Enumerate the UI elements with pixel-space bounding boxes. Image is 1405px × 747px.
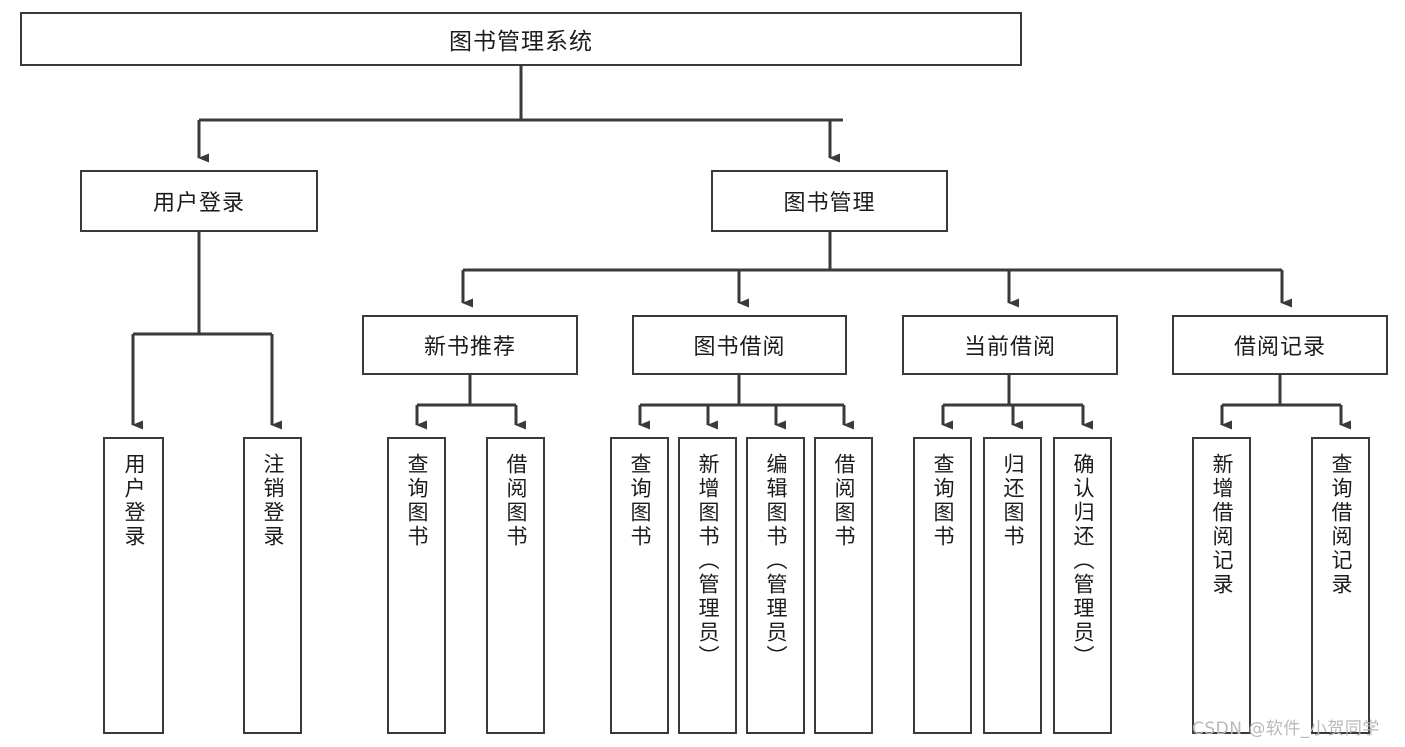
leaf-borrow-book-new[interactable]: 借阅图书 xyxy=(486,437,545,734)
leaf-label: 用户登录 xyxy=(122,453,146,549)
leaf-label: 查询图书 xyxy=(931,453,955,549)
leaf-label: 新增图书（管理员） xyxy=(696,453,720,669)
leaf-label: 注销登录 xyxy=(261,453,285,549)
leaf-label: 查询图书 xyxy=(405,453,429,549)
leaf-add-book-admin[interactable]: 新增图书（管理员） xyxy=(678,437,737,734)
leaf-confirm-return-admin[interactable]: 确认归还（管理员） xyxy=(1053,437,1112,734)
leaf-edit-book-admin[interactable]: 编辑图书（管理员） xyxy=(746,437,805,734)
node-borrow-record[interactable]: 借阅记录 xyxy=(1172,315,1388,375)
leaf-query-book-borrow[interactable]: 查询图书 xyxy=(610,437,669,734)
leaf-add-borrow-record[interactable]: 新增借阅记录 xyxy=(1192,437,1251,734)
leaf-query-book-current[interactable]: 查询图书 xyxy=(913,437,972,734)
leaf-label: 借阅图书 xyxy=(832,453,856,549)
node-book-borrow[interactable]: 图书借阅 xyxy=(632,315,847,375)
node-current-borrow[interactable]: 当前借阅 xyxy=(902,315,1118,375)
leaf-label: 编辑图书（管理员） xyxy=(764,453,788,669)
node-root-system[interactable]: 图书管理系统 xyxy=(20,12,1022,66)
leaf-borrow-book[interactable]: 借阅图书 xyxy=(814,437,873,734)
leaf-logout[interactable]: 注销登录 xyxy=(243,437,302,734)
leaf-label: 借阅图书 xyxy=(504,453,528,549)
leaf-label: 归还图书 xyxy=(1001,453,1025,549)
node-user-login[interactable]: 用户登录 xyxy=(80,170,318,232)
csdn-watermark: CSDN @软件_小贺同学 xyxy=(1192,719,1380,739)
leaf-label: 查询图书 xyxy=(628,453,652,549)
node-book-management[interactable]: 图书管理 xyxy=(711,170,948,232)
leaf-query-borrow-record[interactable]: 查询借阅记录 xyxy=(1311,437,1370,734)
leaf-query-book-new[interactable]: 查询图书 xyxy=(387,437,446,734)
node-new-book-recommend[interactable]: 新书推荐 xyxy=(362,315,578,375)
leaf-label: 新增借阅记录 xyxy=(1210,453,1234,597)
leaf-user-login[interactable]: 用户登录 xyxy=(103,437,164,734)
leaf-label: 查询借阅记录 xyxy=(1329,453,1353,597)
leaf-return-book[interactable]: 归还图书 xyxy=(983,437,1042,734)
leaf-label: 确认归还（管理员） xyxy=(1071,453,1095,669)
